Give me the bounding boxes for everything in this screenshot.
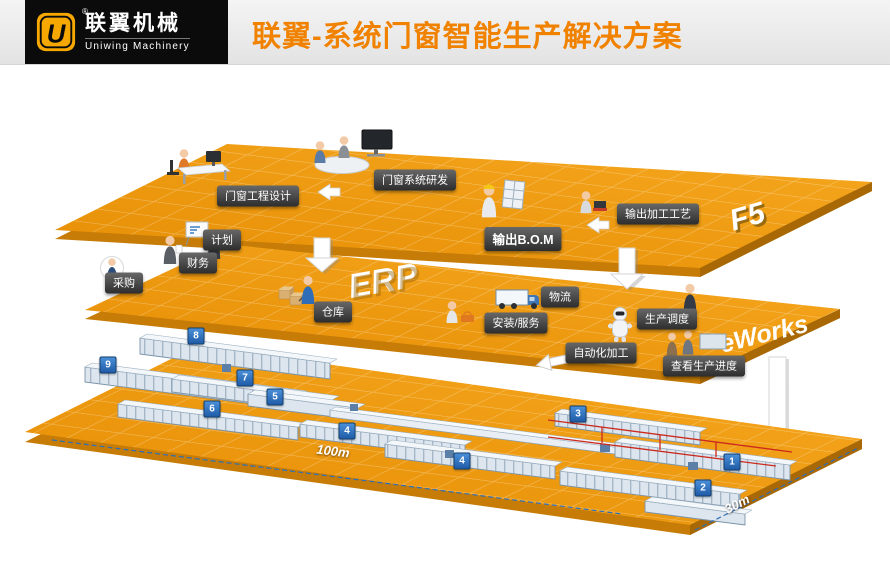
finance-person <box>163 235 177 264</box>
chip-auto-processing: 自动化加工 <box>565 342 637 364</box>
zone-marker: 7 <box>236 369 254 387</box>
platform-grid <box>55 144 872 268</box>
warehouse-group <box>278 275 315 306</box>
robot-icon <box>608 307 632 342</box>
chip-install-service: 安装/服务 <box>484 312 548 334</box>
machine-row-3 <box>554 408 708 446</box>
zone-marker: 3 <box>569 405 587 423</box>
uniwing-logo-icon: U <box>36 12 76 52</box>
logistics-truck <box>495 289 539 309</box>
zone-marker: 8 <box>187 327 205 345</box>
zone-marker: 6 <box>203 400 221 418</box>
designer-at-desk <box>167 149 231 184</box>
laptop-icon <box>593 208 607 211</box>
width-measure-line <box>694 447 859 531</box>
chip-view-progress: 查看生产进度 <box>663 355 745 377</box>
zone-marker: 9 <box>99 356 117 374</box>
chip-plan: 计划 <box>203 229 241 251</box>
chip-logistics: 物流 <box>541 286 579 308</box>
logo-text: 联翼机械 Uniwing Machinery <box>85 12 190 52</box>
logo-name-zh: 联翼机械 <box>85 11 181 35</box>
logo-block: U ® 联翼机械 Uniwing Machinery <box>25 0 228 64</box>
platform-design-tier: F5 <box>55 144 872 277</box>
tv-screen-icon <box>361 129 393 150</box>
machine-clusters <box>84 333 798 526</box>
solution-diagram: F5 <box>0 64 890 567</box>
zone-marker: 4 <box>453 452 471 470</box>
machine-accent <box>350 404 358 411</box>
chip-production-dispatch: 生产调度 <box>637 308 697 330</box>
truck-container <box>495 289 529 306</box>
installer-group <box>446 301 474 323</box>
chip-door-window-design: 门窗工程设计 <box>217 185 299 207</box>
zone-marker: 5 <box>266 388 284 406</box>
machine-accent <box>688 462 698 470</box>
machine-accent <box>445 450 454 458</box>
monitor-icon <box>206 151 221 162</box>
chip-process-output: 输出加工工艺 <box>617 203 699 225</box>
chip-system-rd: 门窗系统研发 <box>374 169 456 191</box>
zone-marker: 1 <box>723 453 741 471</box>
machine-accent <box>600 444 610 452</box>
arrow-rd-to-design <box>317 183 341 201</box>
header-bar: U ® 联翼机械 Uniwing Machinery 联翼-系统门窗智能生产解决… <box>0 0 890 65</box>
arrow-bom-to-erp <box>609 247 646 291</box>
isometric-scene: F5 <box>25 129 872 535</box>
logo-name-en: Uniwing Machinery <box>85 38 190 52</box>
process-output-person <box>580 191 607 213</box>
logo-letter: U <box>47 21 67 49</box>
meeting-person <box>338 136 350 158</box>
measure-lines <box>51 439 859 531</box>
zone-marker: 2 <box>694 479 712 497</box>
machine-row-6 <box>117 399 306 441</box>
registered-mark: ® <box>82 7 88 16</box>
arrow-craft-to-bom <box>586 216 610 234</box>
arrow-design-to-erp <box>304 237 341 274</box>
page-title: 联翼-系统门窗智能生产解决方案 <box>252 21 683 53</box>
platform-side-edge <box>700 182 872 277</box>
machine-row-small <box>644 496 753 526</box>
chip-warehouse: 仓库 <box>314 301 352 323</box>
machine-icon <box>699 333 727 350</box>
machine-accent <box>222 364 231 372</box>
chip-finance: 财务 <box>179 252 217 274</box>
toolbox-icon <box>461 315 474 322</box>
rd-meeting-group <box>314 129 393 174</box>
zone-marker: 4 <box>338 422 356 440</box>
bom-engineer <box>481 179 526 218</box>
power-lines <box>547 419 793 467</box>
progress-view-group <box>666 330 727 357</box>
chip-bom-output: 输出B.O.M <box>484 227 562 251</box>
hard-hat-icon <box>483 184 495 189</box>
chip-procurement: 采购 <box>105 272 143 294</box>
platform-grid <box>85 244 840 375</box>
